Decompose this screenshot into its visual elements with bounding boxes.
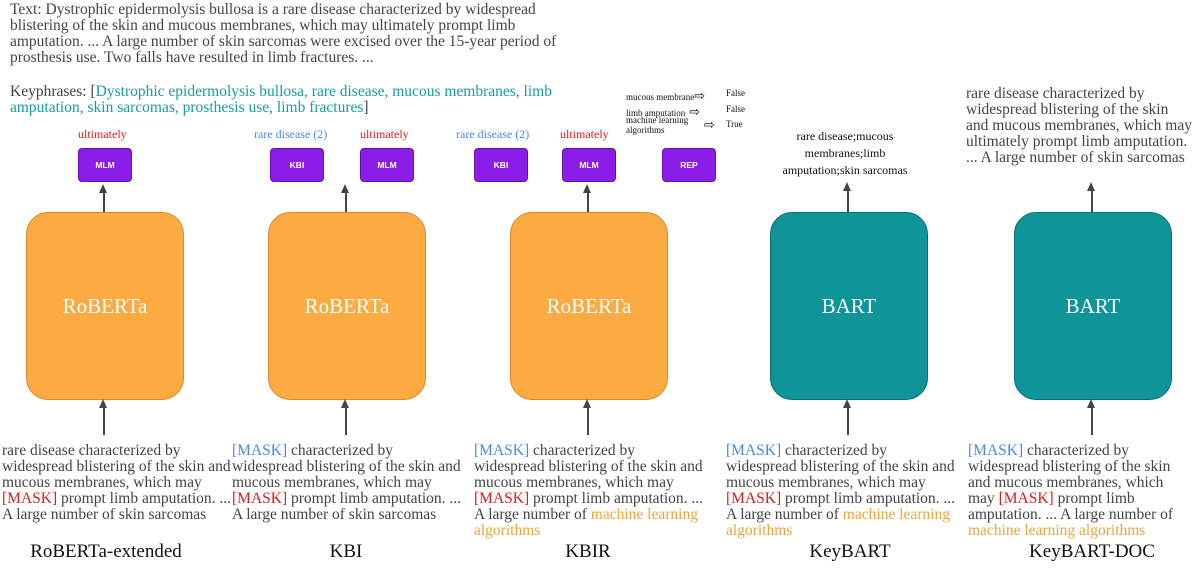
head-output-mlm: ultimately: [560, 127, 609, 141]
source-text: Text: Dystrophic epidermolysis bullosa i…: [10, 2, 580, 66]
arrow-up-icon: [1087, 399, 1095, 408]
mask-token: [MASK]: [232, 490, 288, 507]
mask-token: [MASK]: [474, 442, 530, 459]
model-box: RoBERTa: [268, 212, 426, 400]
decoder-output: rare disease characterized by widespread…: [966, 85, 1192, 166]
mask-token: [MASK]: [726, 442, 782, 459]
arrow-shaft: [103, 407, 105, 435]
mask-token: [MASK]: [726, 490, 782, 507]
rep-row: mucous membrane⇨ False: [626, 88, 745, 104]
input-text-part: prompt limb amputation. ... A large numb…: [232, 490, 462, 523]
mask-token: [MASK]: [474, 490, 530, 507]
rep-row: limb amputation⇨ False: [626, 104, 745, 120]
input-text: [MASK] characterized by widespread blist…: [474, 443, 704, 539]
keyphrases-label: Keyphrases:: [10, 83, 91, 100]
keyphrases-open-bracket: [: [90, 83, 96, 100]
text-prefix: Text:: [10, 1, 46, 18]
arrow-shaft: [345, 193, 347, 212]
kbi-head: KBI: [270, 148, 324, 182]
rep-row: algorithms ⇨ True: [626, 117, 743, 135]
model-caption: KBIR: [565, 541, 611, 562]
arrow-shaft: [1091, 407, 1093, 435]
replaced-phrase: machine learning algorithms: [726, 506, 950, 539]
arrow-up-icon: [341, 399, 349, 408]
input-text-part: rare disease characterized by widespread…: [2, 442, 231, 491]
arrow-shaft: [587, 407, 589, 435]
arrow-up-icon: [99, 399, 107, 408]
model-column-keybart-doc: rare disease characterized by widespread…: [966, 0, 1196, 570]
head-output-mlm: ultimately: [360, 127, 409, 141]
arrow-right-icon: ⇨: [689, 104, 701, 119]
keyphrases-list: Dystrophic epidermolysis bullosa, rare d…: [10, 83, 552, 116]
arrow-shaft: [847, 191, 849, 212]
kbi-head: KBI: [474, 148, 528, 182]
arrow-up-icon: [1087, 182, 1095, 191]
arrow-shaft: [103, 193, 105, 212]
text-body: Dystrophic epidermolysis bullosa is a ra…: [10, 1, 557, 66]
model-column-roberta-extended: ultimately MLM RoBERTa rare disease char…: [0, 0, 240, 570]
head-output-kbi: rare disease (2): [456, 127, 530, 141]
input-text: [MASK] characterized by widespread blist…: [726, 443, 956, 539]
head-output-kbi: rare disease (2): [254, 127, 328, 141]
keyphrases-close-bracket: ]: [363, 99, 369, 116]
input-text-part: characterized by widespread blistering o…: [968, 442, 1171, 507]
rep-phrase: algorithms: [626, 125, 665, 135]
arrow-right-icon: ⇨: [704, 117, 715, 132]
arrow-up-icon: [583, 184, 591, 193]
input-text-part: characterized by widespread blistering o…: [232, 442, 461, 491]
input-text-part: characterized by widespread blistering o…: [474, 442, 703, 491]
arrow-up-icon: [99, 184, 107, 193]
mlm-head: MLM: [562, 148, 616, 182]
model-box: BART: [770, 212, 928, 400]
input-text-part: prompt limb amputation. ... A large numb…: [726, 490, 956, 523]
input-text: [MASK] characterized by widespread blist…: [968, 443, 1174, 539]
arrow-shaft: [847, 407, 849, 435]
rep-value: False: [726, 88, 745, 98]
model-caption: RoBERTa-extended: [30, 541, 182, 562]
arrow-up-icon: [583, 399, 591, 408]
model-caption: KBI: [329, 541, 363, 562]
input-text-part: characterized by widespread blistering o…: [726, 442, 955, 491]
input-text-part: prompt limb amputation. ... A large numb…: [2, 490, 232, 523]
model-caption: KeyBART-DOC: [1029, 541, 1155, 562]
input-text: rare disease characterized by widespread…: [2, 443, 232, 523]
rep-phrase: machine learning: [626, 115, 689, 125]
input-text-part: prompt limb amputation. ... A large numb…: [968, 490, 1174, 523]
mask-token: [MASK]: [2, 490, 58, 507]
keyphrases: Keyphrases: [Dystrophic epidermolysis bu…: [10, 84, 570, 116]
model-column-kbi: rare disease (2) ultimately KBI MLM RoBE…: [232, 0, 482, 570]
mlm-head: MLM: [360, 148, 414, 182]
arrow-up-icon: [341, 184, 349, 193]
mask-token: [MASK]: [998, 490, 1054, 507]
arrow-shaft: [1091, 191, 1093, 212]
rep-phrase: limb amputation: [626, 108, 686, 118]
mlm-head: MLM: [78, 148, 132, 182]
decoder-output: rare disease;mucous membranes;limb amput…: [782, 129, 908, 177]
arrow-right-icon: ⇨: [694, 88, 706, 103]
rep-head: REP: [662, 148, 716, 182]
model-column-keybart: rare disease;mucous membranes;limb amput…: [726, 0, 984, 570]
rep-value: True: [726, 119, 743, 129]
replaced-phrase: machine learning algorithms: [474, 506, 698, 539]
arrow-up-icon: [843, 399, 851, 408]
arrow-shaft: [587, 193, 589, 212]
rep-phrase: mucous membrane: [626, 92, 695, 102]
replaced-phrase: machine learning algorithms: [968, 522, 1146, 539]
rep-row: machine learning: [626, 115, 688, 125]
model-box: RoBERTa: [26, 212, 184, 400]
model-column-kbir: rare disease (2) ultimately KBI MLM REP …: [456, 0, 745, 570]
input-text: [MASK] characterized by widespread blist…: [232, 443, 462, 523]
input-text-part: prompt limb amputation. ... A large numb…: [474, 490, 704, 523]
model-box: BART: [1014, 212, 1172, 400]
model-box: RoBERTa: [510, 212, 668, 400]
arrow-up-icon: [843, 182, 851, 191]
mask-token: [MASK]: [232, 442, 288, 459]
rep-value: False: [726, 104, 745, 114]
head-output-mlm: ultimately: [78, 127, 127, 141]
arrow-shaft: [345, 407, 347, 435]
model-caption: KeyBART: [809, 541, 891, 562]
mask-token: [MASK]: [968, 442, 1024, 459]
